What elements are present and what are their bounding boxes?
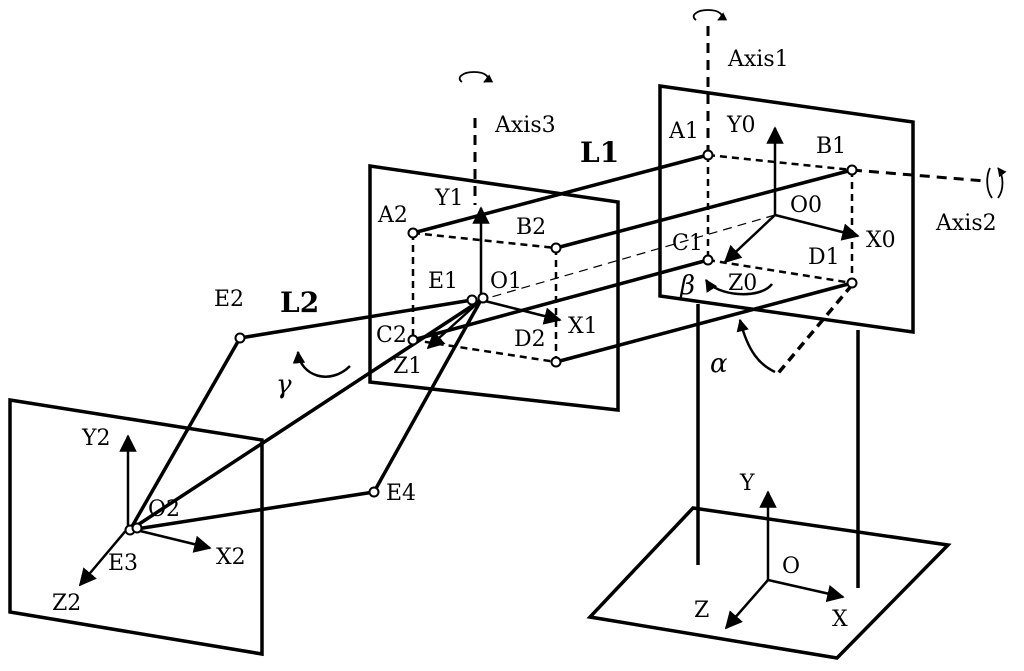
joint-e2 [234, 332, 246, 344]
label-y2: Y2 [81, 426, 111, 451]
label-z0: Z0 [728, 271, 757, 296]
label-z: Z [694, 598, 709, 623]
joint-b2 [550, 242, 562, 254]
label-e2: E2 [214, 287, 244, 312]
joint-d1 [846, 277, 858, 289]
axis2-rotation-icon [986, 168, 1002, 199]
z1-axis-arrow [426, 299, 482, 350]
label-y1: Y1 [434, 186, 464, 211]
joint-a2 [407, 227, 419, 239]
joint-o1 [477, 292, 489, 304]
link-l1-c [412, 258, 709, 342]
label-c2: C2 [376, 323, 407, 348]
joint-o2 [131, 522, 143, 534]
label-x2: X2 [216, 545, 246, 570]
label-b2: B2 [516, 215, 546, 240]
label-o: O [782, 554, 800, 579]
label-alpha: α [710, 349, 728, 379]
label-d2: D2 [514, 327, 546, 352]
label-l2: L2 [280, 286, 319, 319]
joint-c1 [702, 254, 714, 266]
label-e3: E3 [108, 551, 138, 576]
joint-e4 [368, 486, 380, 498]
axis1-rotation-icon [692, 9, 728, 21]
label-y0: Y0 [726, 113, 756, 138]
plate-2 [8, 397, 264, 657]
z0-axis-arrow [723, 214, 776, 264]
label-axis1: Axis1 [727, 47, 789, 72]
plate0-a1-b1-dash [707, 153, 853, 172]
label-beta: β [679, 271, 695, 301]
plate-1 [368, 163, 620, 412]
link-l1-a [412, 153, 709, 235]
label-o1: O1 [490, 269, 522, 294]
label-e1: E1 [428, 269, 458, 294]
label-l1: L1 [580, 136, 619, 169]
label-axis2: Axis2 [935, 211, 997, 236]
label-gamma: γ [276, 370, 292, 400]
joint-a1 [702, 149, 714, 161]
gamma-angle-arc [292, 350, 351, 378]
base-z-axis-arrow [724, 579, 769, 630]
label-b1: B1 [816, 134, 846, 159]
joint-b1 [846, 164, 858, 176]
label-x1: X1 [568, 314, 598, 339]
label-x0: X0 [866, 228, 896, 253]
label-o2: O2 [148, 497, 180, 522]
label-z1: Z1 [393, 354, 422, 379]
z2-axis-arrow [78, 527, 129, 587]
axis2-line [851, 168, 986, 183]
plate0-c1-d1-dash [707, 258, 853, 285]
base-plate [586, 506, 952, 660]
center-line-o0-o1 [480, 214, 776, 301]
base-x-axis-arrow [767, 578, 845, 603]
joint-c2 [407, 334, 419, 346]
joint-e1 [466, 294, 478, 306]
plate-0 [658, 83, 915, 335]
label-a2: A2 [377, 203, 408, 228]
label-c1: C1 [672, 231, 703, 256]
link-l2-e1-e3 [129, 298, 482, 532]
link-l1-d [555, 281, 853, 364]
alpha-reference-dashed-line [773, 283, 854, 379]
label-z2: Z2 [52, 591, 81, 616]
link-l1-b [555, 168, 853, 250]
joint-d2 [550, 356, 562, 368]
link-l2-e1-e2 [239, 298, 473, 340]
link-l2-e1-e4 [372, 299, 483, 493]
label-d1: D1 [808, 245, 840, 270]
x2-axis-arrow [127, 526, 212, 553]
link-l2-e2-e3 [128, 337, 242, 531]
label-a1: A1 [668, 119, 699, 144]
x0-axis-arrow [774, 213, 860, 241]
label-y: Y [739, 471, 755, 496]
label-e4: E4 [386, 481, 416, 506]
beta-angle-arc [704, 278, 773, 296]
label-o0: O0 [790, 193, 822, 218]
alpha-angle-arc [736, 318, 776, 374]
axis3-rotation-icon [458, 71, 494, 83]
link-l2-e4-e3 [129, 490, 375, 532]
label-axis3: Axis3 [494, 113, 556, 138]
label-x: X [832, 607, 848, 632]
